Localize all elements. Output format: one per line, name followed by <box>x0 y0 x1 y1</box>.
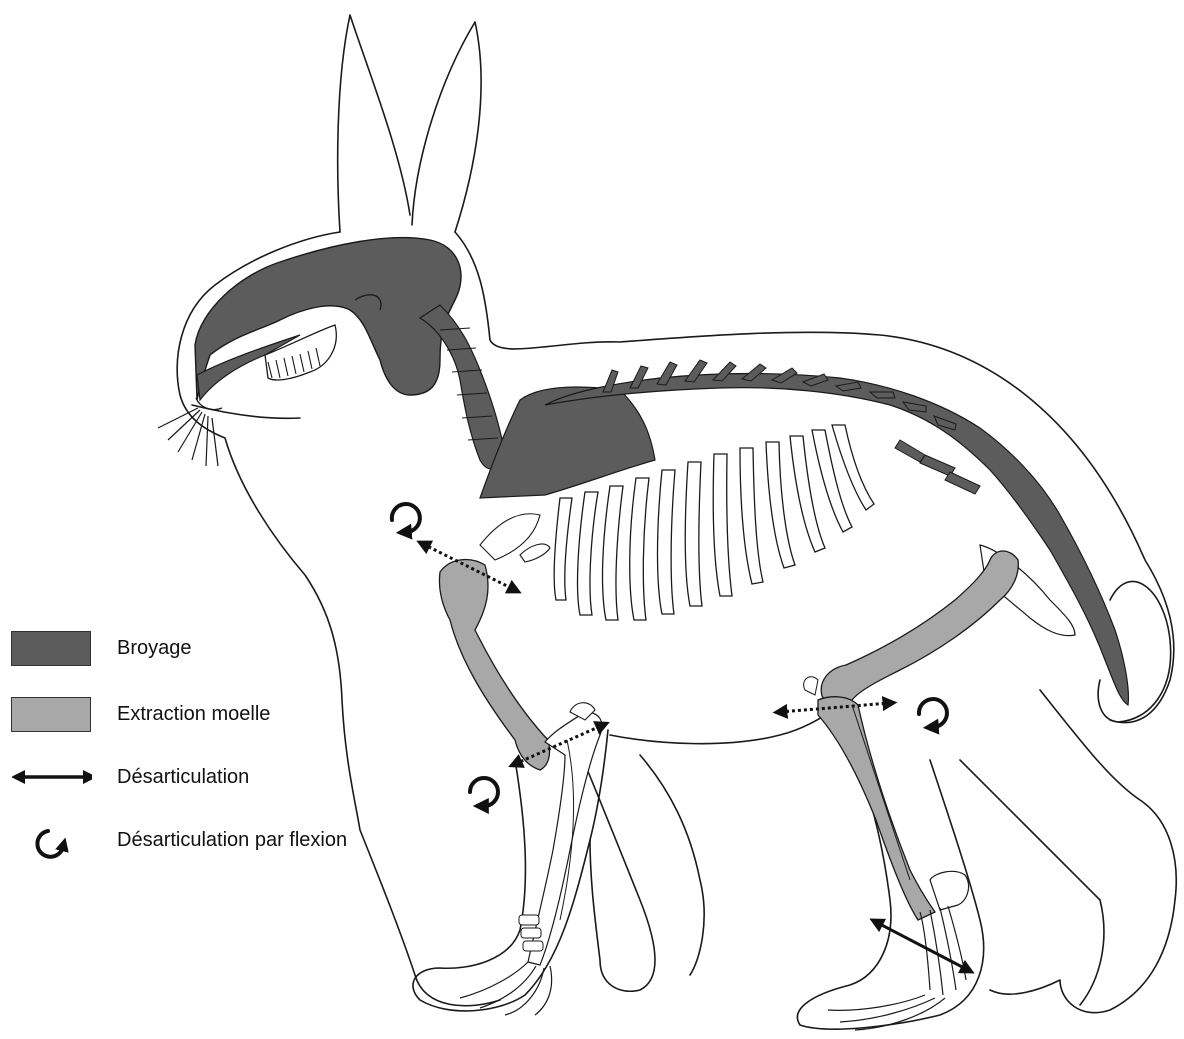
broyage-swatch <box>11 631 91 666</box>
hind-toe-bones <box>828 995 945 1030</box>
sternum <box>520 544 550 562</box>
far-foreleg-outline-2 <box>640 755 704 975</box>
legend-item-desarticulation: Désarticulation <box>0 756 440 802</box>
front-ear-outline <box>412 22 481 232</box>
disarticulation-markers <box>423 544 968 970</box>
legend-label-extraction-moelle: Extraction moelle <box>117 703 270 726</box>
legend-item-desarticulation-flexion: Désarticulation par flexion <box>0 819 440 865</box>
extraction-moelle-swatch <box>11 697 91 732</box>
shoulder-flexion-icon <box>392 504 420 532</box>
calcaneus <box>930 871 969 910</box>
curved-arrow-icon <box>12 819 92 865</box>
mandible <box>265 325 336 380</box>
femur <box>821 551 1018 705</box>
metatarsals <box>920 906 966 995</box>
fibula <box>852 705 910 880</box>
humerus <box>439 560 549 770</box>
knee-flexion-icon <box>919 699 947 727</box>
haunch-outline <box>990 690 1176 1013</box>
back-ear-outline <box>338 15 410 232</box>
whiskers <box>158 408 218 466</box>
forepaw-bones <box>460 962 552 1015</box>
elbow-flexion-icon <box>470 778 498 806</box>
legend-item-broyage: Broyage <box>0 627 440 673</box>
patella <box>804 677 818 695</box>
skull <box>195 238 461 410</box>
scapula <box>480 387 655 498</box>
legend: Broyage Extraction moelle Désarticulatio… <box>0 615 440 875</box>
legend-label-broyage: Broyage <box>117 637 192 660</box>
near-hindleg-outline <box>797 700 983 1029</box>
legend-label-desarticulation: Désarticulation <box>117 766 249 789</box>
legend-label-desarticulation-flexion: Désarticulation par flexion <box>117 829 347 852</box>
double-arrow-icon <box>12 756 92 802</box>
rabbit-outline <box>177 15 1176 1029</box>
legend-item-extraction-moelle: Extraction moelle <box>0 693 440 739</box>
tibia <box>818 697 935 920</box>
